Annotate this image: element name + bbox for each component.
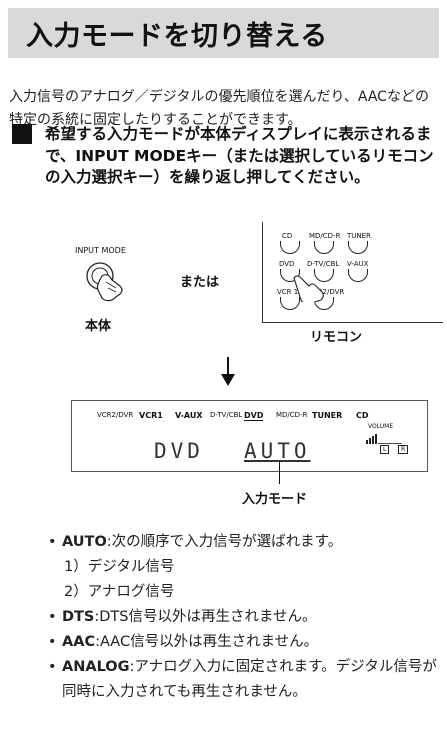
step-marker bbox=[12, 124, 32, 144]
down-arrow-line bbox=[227, 357, 229, 377]
volume-label: VOLUME bbox=[368, 423, 394, 430]
display-input-dtv: D-TV/CBL bbox=[210, 411, 243, 419]
display-input-tuner: TUNER bbox=[312, 411, 343, 420]
hand-pointer-icon bbox=[293, 275, 324, 302]
mode-callout-line bbox=[279, 462, 280, 484]
remote-btn-label-dtv: D-TV/CBL bbox=[307, 260, 340, 268]
step-instruction: 希望する入力モードが本体ディスプレイに表示されるまで、INPUT MODEキー（… bbox=[45, 125, 434, 186]
or-label: または bbox=[180, 275, 220, 290]
display-input-vcr1: VCR1 bbox=[139, 411, 163, 420]
input-mode-caption: 入力モード bbox=[242, 492, 308, 507]
list-item: 1）デジタル信号 bbox=[64, 559, 175, 575]
remote-btn-label-mdcdr: MD/CD-R bbox=[309, 232, 341, 240]
front-display: VCR2/DVR VCR1 V-AUX D-TV/CBL DVD MD/CD-R… bbox=[71, 400, 428, 472]
main-unit-label: 本体 bbox=[85, 319, 112, 334]
display-input-vaux: V-AUX bbox=[175, 411, 203, 420]
list-item: •DTS:DTS信号以外は再生されません。 bbox=[48, 609, 317, 625]
input-mode-label: INPUT MODE bbox=[75, 246, 126, 255]
list-item: 2）アナログ信号 bbox=[64, 584, 175, 600]
page-title: 入力モードを切り替える bbox=[26, 21, 328, 52]
display-input-dvd: DVD bbox=[244, 411, 264, 421]
remote-btn-label-dvd: DVD bbox=[279, 260, 295, 268]
remote-panel bbox=[262, 222, 443, 323]
title-bar: 入力モードを切り替える bbox=[8, 8, 439, 58]
display-input-cd: CD bbox=[356, 411, 369, 420]
intro-text: 入力信号のアナログ／デジタルの優先順位を選んだり、AACなどの特定の系統に固定し… bbox=[9, 89, 429, 128]
remote-btn-label-vaux: V-AUX bbox=[347, 260, 369, 268]
left-channel-indicator: L bbox=[380, 445, 390, 454]
list-item: •AAC:AAC信号以外は再生されません。 bbox=[48, 634, 319, 650]
down-arrow-icon bbox=[221, 374, 235, 386]
right-channel-indicator: R bbox=[398, 445, 409, 454]
display-source-text: DVD bbox=[154, 439, 204, 463]
display-input-mdcdr: MD/CD-R bbox=[276, 411, 308, 419]
mode-list: •AUTO:次の順序で入力信号が選ばれます。 1）デジタル信号 2）アナログ信号… bbox=[48, 530, 443, 705]
volume-meter-icon bbox=[366, 434, 402, 444]
remote-btn-label-tuner: TUNER bbox=[347, 232, 371, 240]
display-input-vcr2: VCR2/DVR bbox=[97, 411, 134, 419]
display-mode-text: AUTO bbox=[244, 439, 311, 463]
list-item: •AUTO:次の順序で入力信号が選ばれます。 bbox=[48, 534, 343, 550]
hand-press-icon bbox=[86, 262, 123, 302]
remote-btn-label-vcr1: VCR 1 bbox=[277, 288, 299, 296]
remote-label: リモコン bbox=[310, 330, 363, 345]
list-item: •ANALOG:アナログ入力に固定されます。デジタル信号が同時に入力されても再生… bbox=[48, 659, 437, 700]
remote-btn-label-cd: CD bbox=[282, 232, 293, 240]
remote-btn-label-vcr2: VCR2/DVR bbox=[308, 288, 345, 296]
